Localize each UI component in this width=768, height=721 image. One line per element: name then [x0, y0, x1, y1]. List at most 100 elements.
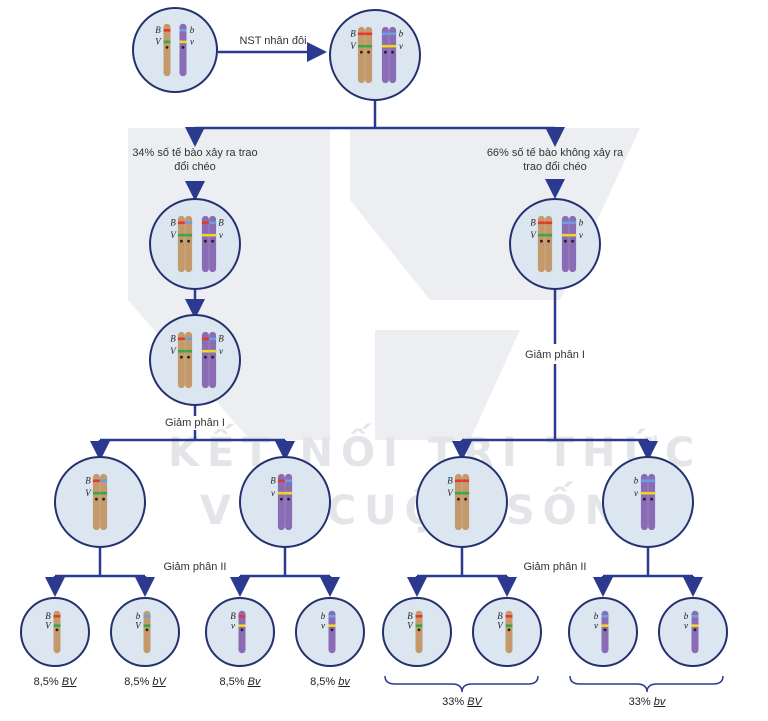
allele-v-band: [179, 40, 187, 44]
allele-v-band: [209, 349, 217, 353]
centromere: [603, 628, 607, 632]
chromatid: [209, 331, 217, 389]
allele-b-band: [640, 479, 648, 483]
allele-label: B: [407, 611, 413, 621]
allele-v-band: [537, 233, 545, 237]
allele-label: b: [684, 611, 689, 621]
chromatid: [100, 473, 108, 531]
cell-membrane: [149, 198, 241, 290]
allele-b-band: [545, 221, 553, 225]
allele-b-band: [365, 32, 373, 36]
centromere: [360, 50, 363, 54]
gamete-genotype: Bv: [247, 676, 261, 688]
allele-b-band: [357, 32, 365, 36]
chromatid: [328, 610, 336, 654]
allele-label: v: [684, 620, 688, 630]
gamete-genotype: BV: [61, 676, 77, 688]
cell-membrane: [509, 198, 601, 290]
chromatid: [648, 473, 656, 531]
centromere: [464, 497, 467, 501]
cell-membrane: [149, 314, 241, 406]
allele-b-band: [209, 221, 217, 225]
centromere: [145, 628, 149, 632]
centromere: [211, 239, 215, 243]
allele-label: v: [219, 230, 223, 240]
chromatid: [177, 215, 185, 273]
allele-v-band: [365, 44, 373, 48]
allele-b-band: [238, 615, 246, 618]
allele-label: V: [155, 37, 162, 47]
allele-label: v: [231, 620, 235, 630]
centromere: [564, 239, 567, 243]
chromatid: [92, 473, 100, 531]
allele-b-band: [569, 221, 577, 225]
centromere: [165, 45, 169, 49]
gamete-group-label-2: 33% bv: [612, 696, 682, 708]
chromatid: [640, 473, 648, 531]
allele-v-band: [185, 349, 193, 353]
centromere: [367, 50, 370, 54]
allele-b-band: [277, 479, 285, 483]
allele-label: B: [230, 611, 236, 621]
allele-v-band: [415, 624, 423, 627]
allele-b-band: [185, 337, 193, 341]
allele-label: V: [85, 488, 92, 498]
chromatid: [179, 23, 187, 77]
allele-label: V: [135, 620, 142, 630]
centromere: [180, 239, 183, 243]
chromatid: [505, 610, 513, 654]
allele-b-band: [454, 479, 462, 483]
chromatid: [545, 215, 553, 273]
allele-v-band: [505, 624, 513, 627]
allele-b-band: [691, 615, 699, 618]
allele-v-band: [691, 624, 699, 627]
allele-label: v: [579, 230, 583, 240]
allele-v-band: [177, 233, 185, 237]
allele-label: b: [321, 611, 326, 621]
allele-b-band: [561, 221, 569, 225]
allele-label: B: [447, 476, 453, 486]
allele-v-band: [454, 491, 462, 495]
chromatid: [357, 26, 365, 84]
gamete-genotype: BV: [467, 696, 482, 708]
gamete-genotype: bv: [338, 676, 350, 688]
chromatid: [454, 473, 462, 531]
chromatid: [569, 215, 577, 273]
allele-label: b: [399, 29, 404, 39]
allele-b-band: [381, 32, 389, 36]
allele-v-band: [462, 491, 470, 495]
allele-b-band: [415, 615, 423, 618]
chromatid: [177, 331, 185, 389]
allele-label: b: [190, 25, 195, 35]
allele-b-band: [648, 479, 656, 483]
gamete-cell-7: bv: [568, 597, 638, 667]
allele-v-band: [648, 491, 656, 495]
centromere: [571, 239, 574, 243]
allele-b-band: [179, 29, 187, 32]
allele-label: V: [350, 41, 357, 51]
allele-label: V: [407, 620, 414, 630]
meiosis-1-label-right: Giảm phân I: [525, 349, 585, 361]
gamete-pct: 33%: [442, 696, 465, 708]
chromatid: [365, 26, 373, 84]
allele-v-band: [209, 233, 217, 237]
allele-label: B: [497, 611, 503, 621]
allele-label: b: [594, 611, 599, 621]
gamete-label-1: 8,5% BV: [22, 676, 88, 688]
allele-label: B: [155, 25, 161, 35]
chromatid: [201, 215, 209, 273]
allele-label: V: [170, 346, 177, 356]
allele-label: V: [530, 230, 537, 240]
centromere: [547, 239, 550, 243]
allele-v-band: [100, 491, 108, 495]
allele-label: b: [634, 476, 639, 486]
allele-label: B: [218, 218, 224, 228]
meiosis-1-label-left: Giảm phân I: [165, 417, 225, 429]
gamete-pct: 33%: [628, 696, 651, 708]
centromere: [507, 628, 511, 632]
chromatid: [389, 26, 397, 84]
